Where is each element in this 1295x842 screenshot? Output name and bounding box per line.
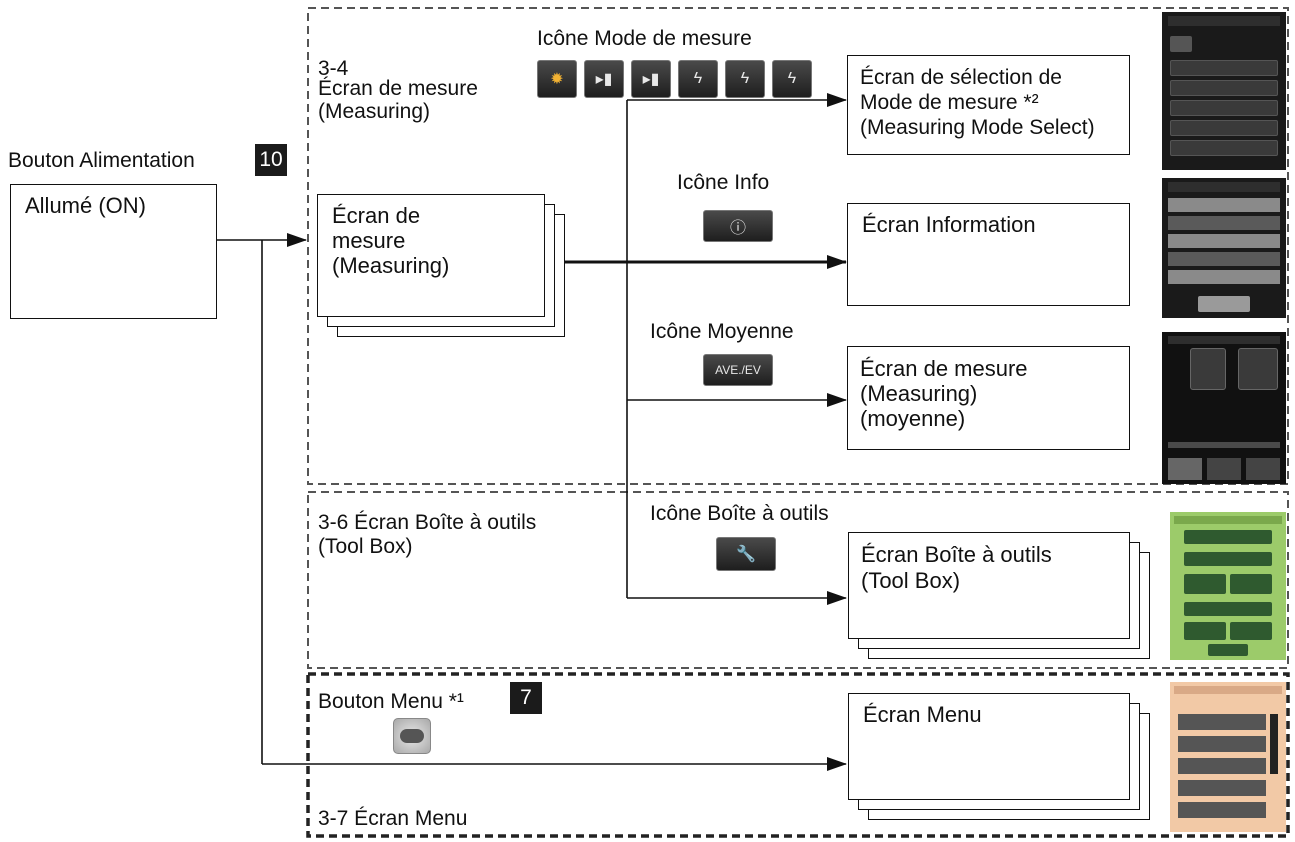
flash-mode-icon[interactable]: ▸▮ xyxy=(584,60,624,98)
power-on-label: Allumé (ON) xyxy=(25,193,147,218)
average-screen-line2: (Measuring) xyxy=(860,381,978,406)
measuring-stack-front[interactable]: Écran de mesure (Measuring) xyxy=(317,194,545,317)
ambient-mode-icon[interactable]: ✹ xyxy=(537,60,577,98)
average-thumbnail xyxy=(1162,332,1286,484)
section-measuring-title: Écran de mesure xyxy=(318,77,478,100)
measuring-stack-line3: (Measuring) xyxy=(332,253,450,278)
section-measuring-subtitle: (Measuring) xyxy=(318,100,431,123)
info-icon: ⓘ xyxy=(729,220,746,237)
menu-button-label: Bouton Menu *¹ xyxy=(318,690,464,713)
menu-thumbnail xyxy=(1170,682,1286,832)
information-screen-label: Écran Information xyxy=(862,212,1036,237)
toolbox-thumbnail xyxy=(1170,512,1286,660)
mode-select-box: Écran de sélection de Mode de mesure *² … xyxy=(847,55,1130,155)
info-icon-label: Icône Info xyxy=(677,171,770,194)
section-menu-footer: 3-7 Écran Menu xyxy=(318,807,468,830)
measuring-stack-line1: Écran de xyxy=(332,203,421,228)
menu-button-badge: 7 xyxy=(510,682,542,714)
power-button-badge: 10 xyxy=(255,144,287,176)
menu-hardware-button[interactable] xyxy=(393,718,431,754)
mode-select-line2: Mode de mesure *² xyxy=(860,91,1039,114)
toolbox-icon-button[interactable]: 🔧 xyxy=(716,537,776,571)
section-frame-menu xyxy=(306,672,1290,838)
toolbox-screen-line2: (Tool Box) xyxy=(861,568,961,593)
toolbox-icon-label: Icône Boîte à outils xyxy=(650,502,829,525)
average-screen-box: Écran de mesure (Measuring) (moyenne) xyxy=(847,346,1130,450)
average-screen-line3: (moyenne) xyxy=(860,406,966,431)
section-toolbox-title-line1: 3-6 Écran Boîte à outils xyxy=(318,511,537,534)
information-thumbnail xyxy=(1162,178,1286,318)
info-icon-button[interactable]: ⓘ xyxy=(703,210,773,242)
menu-button-icon xyxy=(400,729,424,743)
section-toolbox-title-line2: (Tool Box) xyxy=(318,535,413,558)
toolbox-screen-front[interactable]: Écran Boîte à outils (Tool Box) xyxy=(848,532,1130,639)
section-measuring-number: 3-4 xyxy=(318,57,349,80)
wrench-icon: 🔧 xyxy=(736,546,756,563)
wireless-mode-icon[interactable]: ϟ xyxy=(678,60,718,98)
power-button-label: Bouton Alimentation xyxy=(8,149,195,172)
average-icon-label: Icône Moyenne xyxy=(650,320,794,343)
mode-select-line1: Écran de sélection de xyxy=(860,66,1062,89)
mode-select-line3: (Measuring Mode Select) xyxy=(860,116,1095,139)
cumulative-mode-icon[interactable]: ϟ xyxy=(772,60,812,98)
measuring-stack-line2: mesure xyxy=(332,228,406,253)
average-icon-button[interactable]: AVE./EV xyxy=(703,354,773,386)
radio-mode-icon[interactable]: ϟ xyxy=(725,60,765,98)
flash-cord-mode-icon[interactable]: ▸▮ xyxy=(631,60,671,98)
mode-icons-label: Icône Mode de mesure xyxy=(537,27,752,50)
toolbox-screen-line1: Écran Boîte à outils xyxy=(861,542,1052,567)
menu-screen-front[interactable]: Écran Menu xyxy=(848,693,1130,800)
power-on-box: Allumé (ON) xyxy=(10,184,217,319)
menu-screen-label: Écran Menu xyxy=(863,702,982,727)
average-button-text: AVE./EV xyxy=(715,363,761,377)
average-screen-line1: Écran de mesure xyxy=(860,356,1028,381)
section-frame-toolbox xyxy=(307,491,1289,669)
mode-select-thumbnail xyxy=(1162,12,1286,170)
information-screen-box: Écran Information xyxy=(847,203,1130,306)
